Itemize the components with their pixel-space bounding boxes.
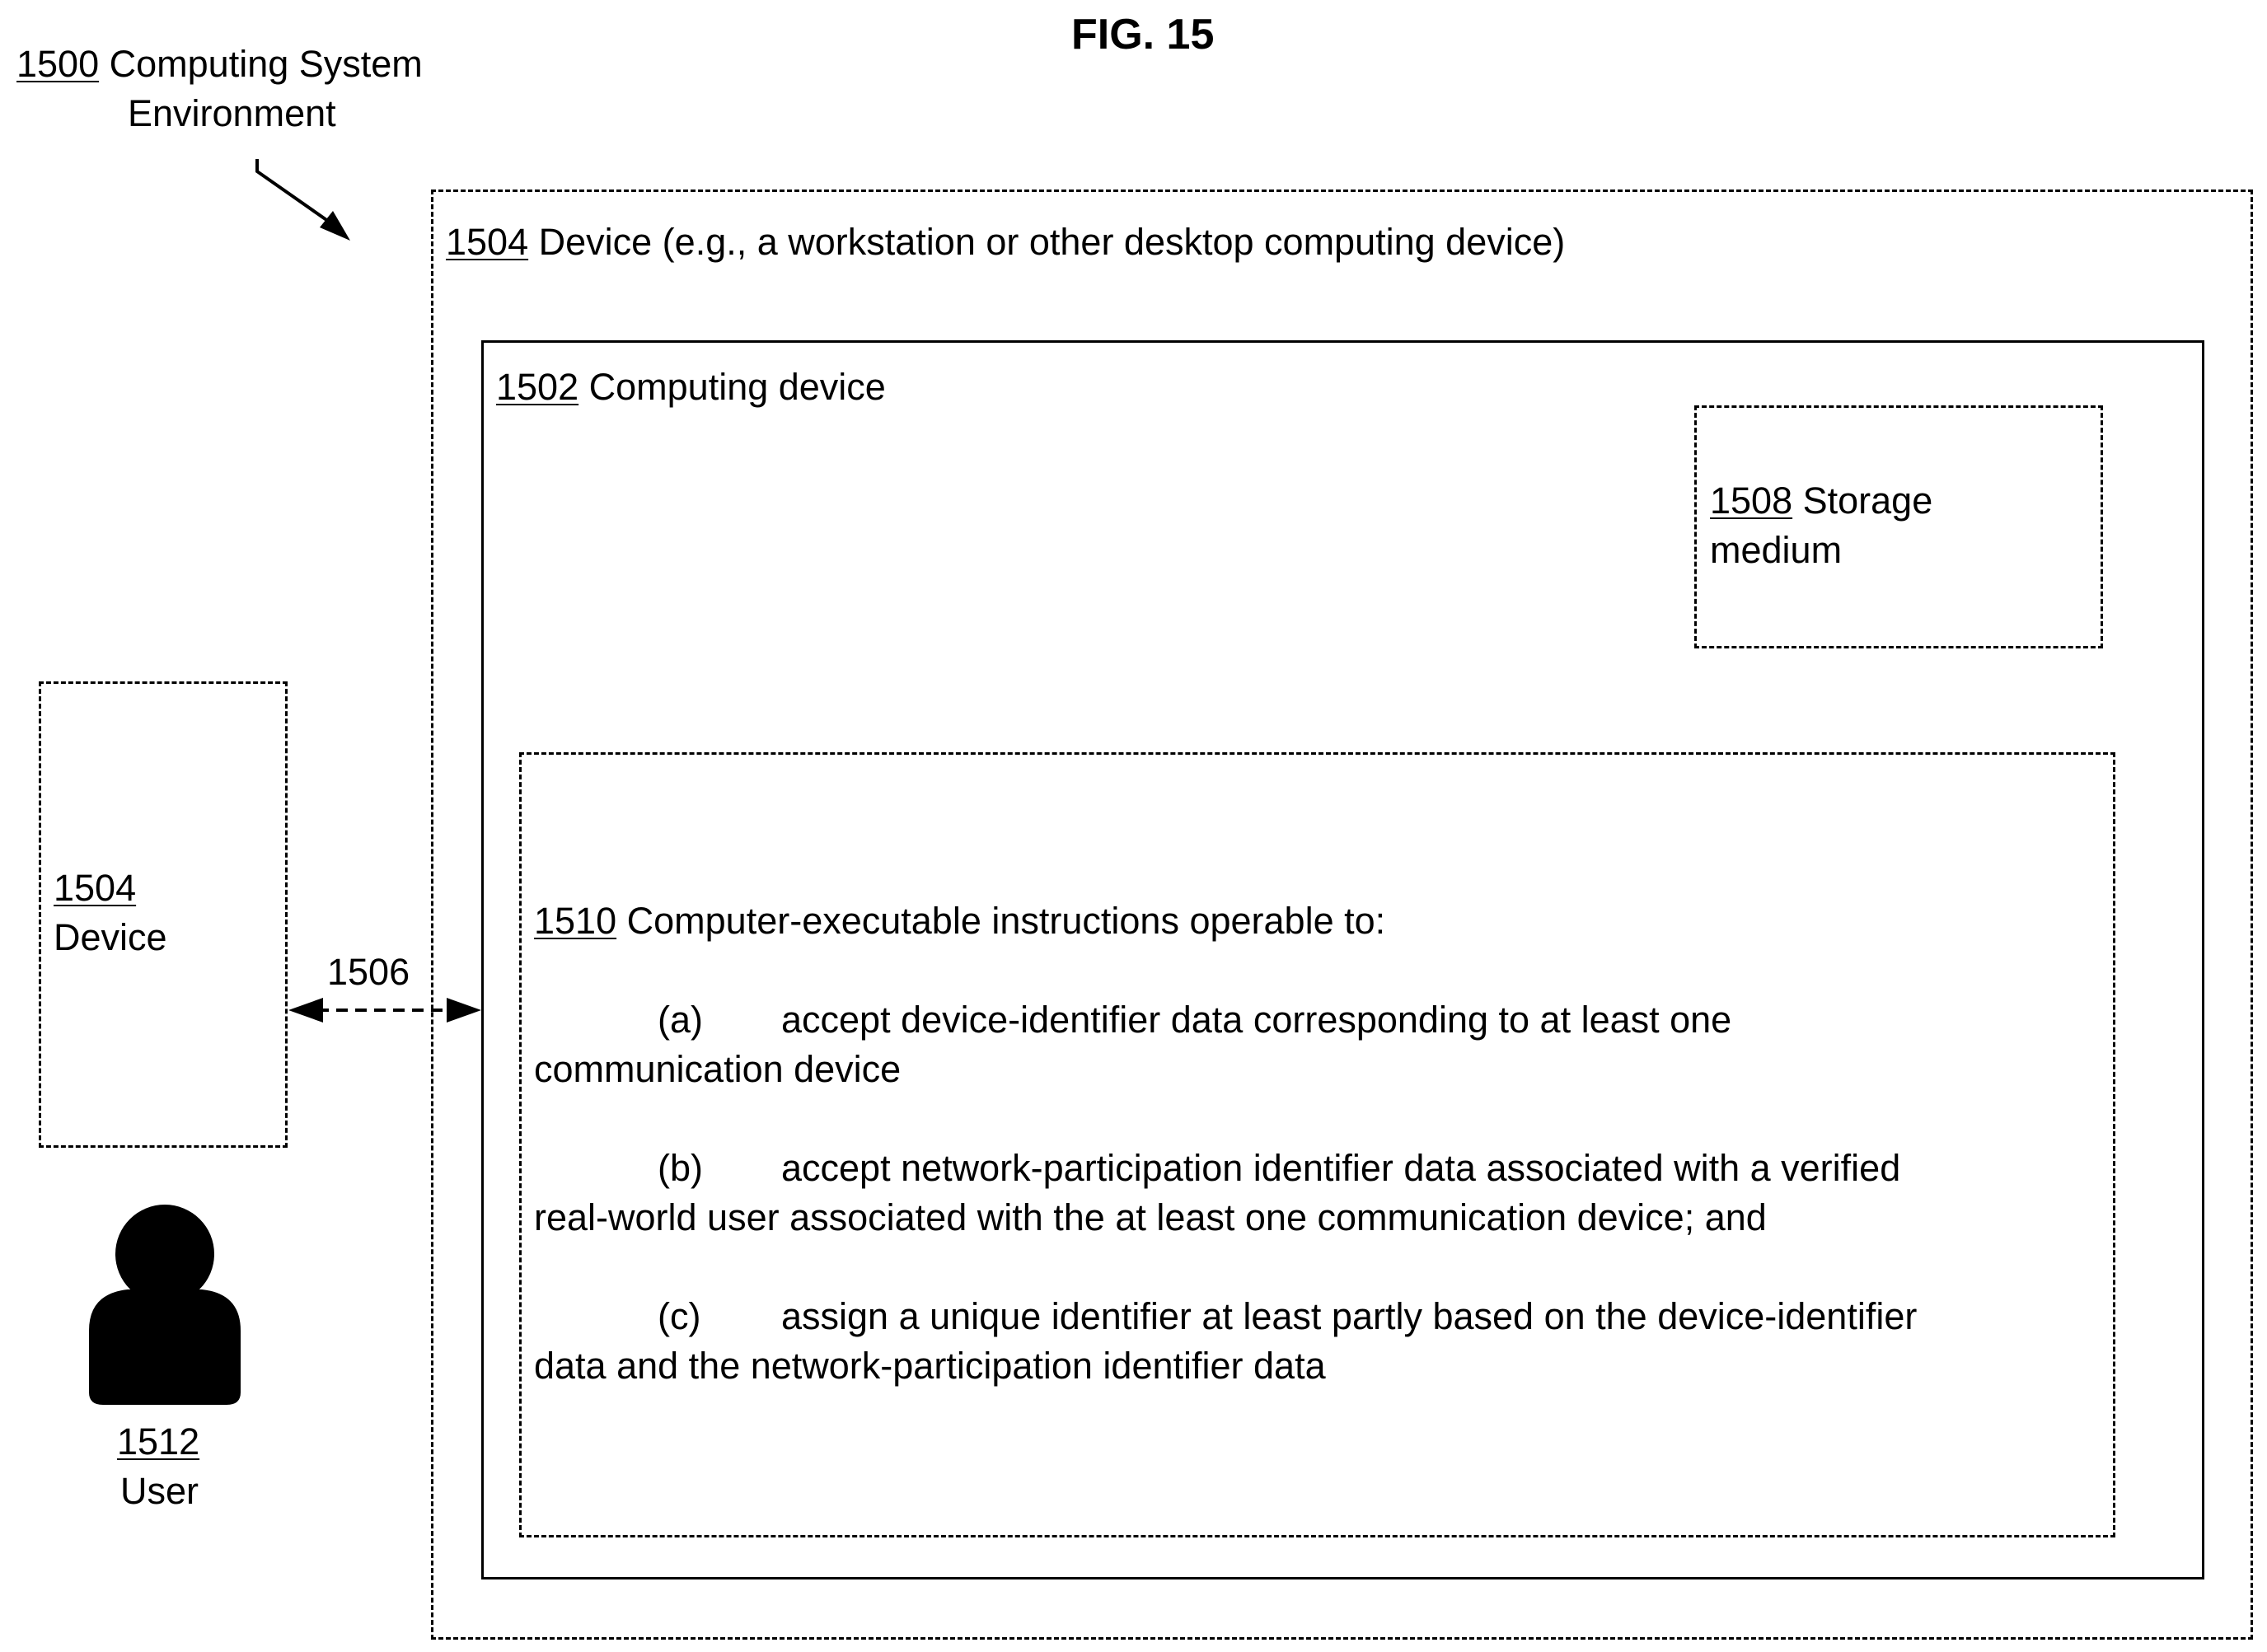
link-1506-arrow bbox=[288, 998, 481, 1023]
environment-pointer-arrow bbox=[257, 159, 350, 241]
user-icon bbox=[89, 1205, 241, 1405]
